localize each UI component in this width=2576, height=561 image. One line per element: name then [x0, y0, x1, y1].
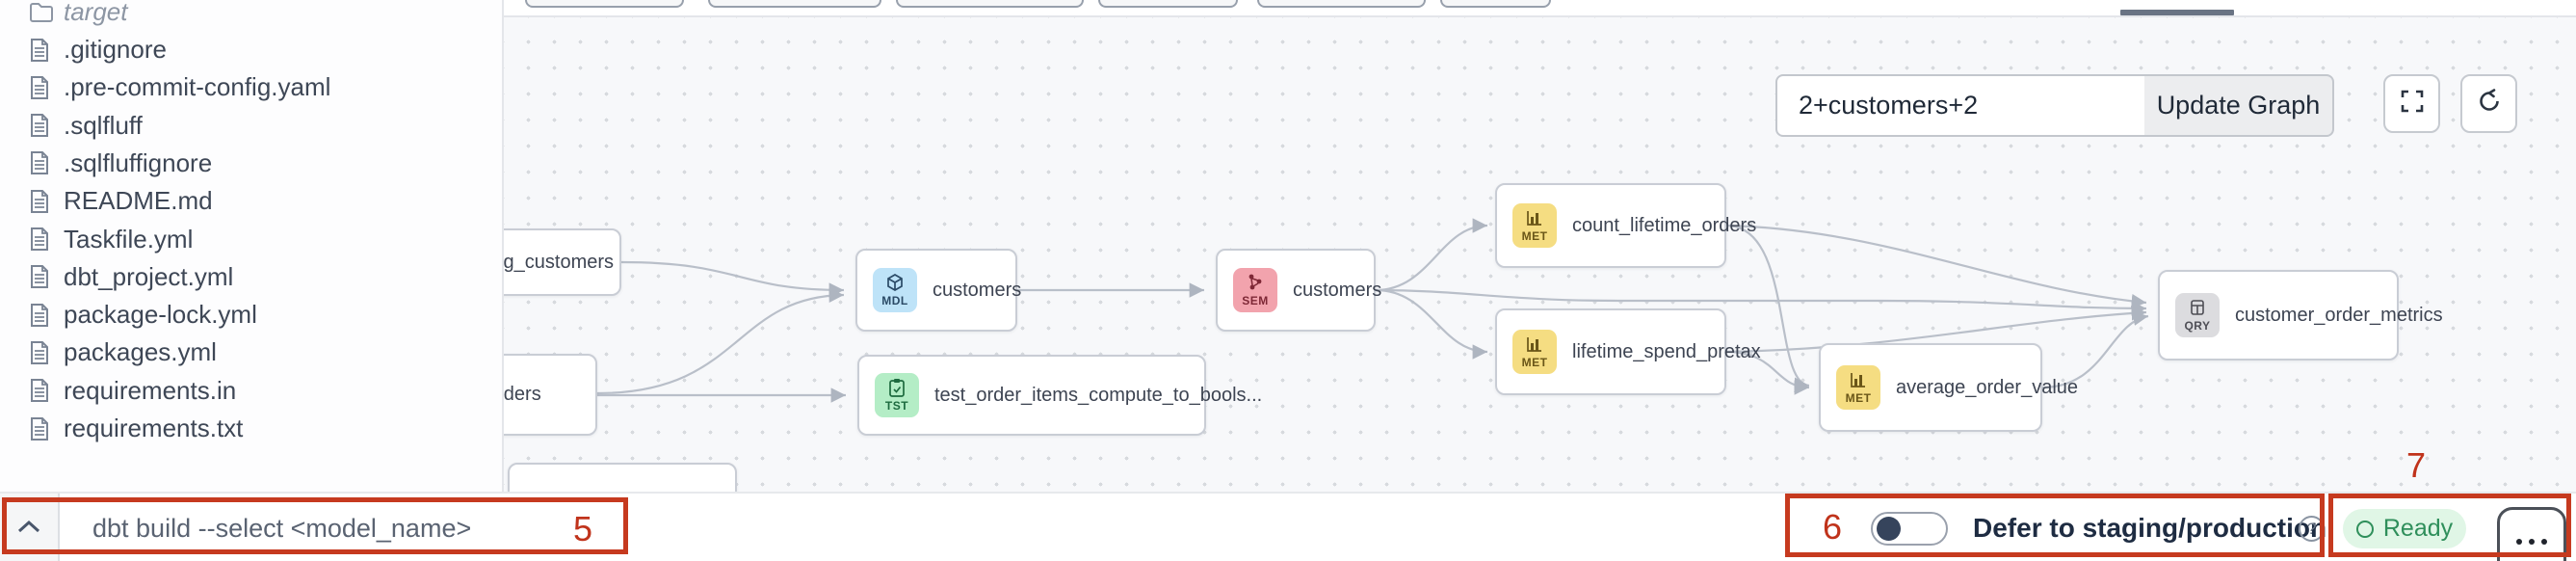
file-name: .sqlfluff [64, 110, 143, 140]
node-average-order-value[interactable]: MET average_order_value [1819, 343, 2078, 432]
bar-chart-icon [1850, 370, 1867, 389]
file-name: .gitignore [64, 35, 167, 64]
command-bottom-bar: dbt build --select <model_name> Defer to… [0, 492, 2576, 561]
file-icon [29, 303, 54, 328]
node-count-lifetime-orders[interactable]: MET count_lifetime_orders [1495, 183, 1756, 268]
defer-toggle[interactable] [1871, 512, 1948, 546]
file-name: dbt_project.yml [64, 261, 234, 291]
node-label: customers [1293, 279, 1382, 301]
node-lifetime-spend-pretax[interactable]: MET lifetime_spend_pretax [1495, 308, 1761, 395]
file-name: Taskfile.yml [64, 224, 194, 254]
sidebar-item-file[interactable]: Taskfile.yml [0, 221, 502, 258]
file-icon [29, 378, 54, 403]
fullscreen-icon [2399, 88, 2426, 120]
node-customers-model[interactable]: MDL customers [855, 249, 1021, 332]
metric-badge: MET [1512, 203, 1557, 248]
file-icon [29, 150, 54, 175]
node-label: customer_order_metrics [2235, 304, 2443, 326]
semantic-graph-icon [1246, 273, 1265, 292]
toolbar-chip[interactable] [708, 0, 881, 8]
query-table-icon [2189, 298, 2206, 317]
command-input[interactable]: dbt build --select <model_name> [92, 513, 472, 543]
sidebar-item-file[interactable]: requirements.txt [0, 410, 502, 447]
query-badge: QRY [2175, 293, 2220, 337]
node-label: lifetime_spend_pretax [1572, 340, 1761, 362]
node-label: count_lifetime_orders [1572, 214, 1757, 236]
refresh-button[interactable] [2460, 74, 2517, 133]
file-icon [29, 227, 54, 252]
file-name: .sqlfluffignore [64, 147, 213, 177]
file-icon [29, 340, 54, 365]
file-icon [29, 75, 54, 100]
metric-badge: MET [1512, 330, 1557, 374]
file-icon [29, 264, 54, 289]
model-badge: MDL [873, 268, 917, 312]
sidebar-item-target-folder[interactable]: target [0, 0, 502, 31]
bar-chart-icon [1526, 208, 1543, 227]
node-label: average_order_value [1896, 376, 2079, 398]
toolbar-chip[interactable] [1440, 0, 1551, 8]
toolbar-chip[interactable] [1098, 0, 1238, 8]
status-circle-icon [2355, 520, 2374, 538]
top-toolbar-strip [504, 0, 2576, 17]
graph-selector-input[interactable]: 2+customers+2 [1775, 74, 2146, 137]
file-explorer-sidebar: target .gitignore .pre-commit-config.yaml… [0, 0, 504, 492]
overflow-menu-button[interactable] [2497, 507, 2566, 561]
status-badge: Ready [2343, 509, 2466, 548]
sidebar-item-file[interactable]: .sqlfluff [0, 107, 502, 145]
node-label: test_order_items_compute_to_bools... [934, 384, 1263, 406]
update-graph-button[interactable]: Update Graph [2144, 74, 2334, 137]
node-label: customers [933, 279, 1022, 301]
clipboard-check-icon [888, 378, 906, 397]
sidebar-item-file[interactable]: .gitignore [0, 31, 502, 68]
toggle-knob [1877, 517, 1901, 541]
node-test-order-items[interactable]: TST test_order_items_compute_to_bools... [857, 355, 1262, 436]
file-icon [29, 113, 54, 138]
file-name: packages.yml [64, 337, 217, 367]
file-icon [29, 189, 54, 214]
toolbar-chip[interactable] [896, 0, 1084, 8]
defer-label: Defer to staging/production [1973, 513, 2327, 543]
toolbar-chip[interactable] [525, 0, 684, 8]
status-text: Ready [2382, 515, 2454, 542]
bar-chart-icon [1526, 334, 1543, 354]
refresh-icon [2475, 87, 2504, 120]
sidebar-item-file[interactable]: package-lock.yml [0, 296, 502, 334]
chevron-up-icon [16, 519, 41, 539]
node-customer-order-metrics[interactable]: QRY customer_order_metrics [2158, 270, 2443, 361]
file-name: requirements.txt [64, 414, 244, 442]
file-icon [29, 416, 54, 441]
semantic-badge: SEM [1233, 268, 1277, 312]
file-name: requirements.in [64, 375, 237, 405]
collapse-panel-button[interactable] [0, 494, 60, 561]
help-icon[interactable]: ? [2299, 516, 2325, 542]
sidebar-item-file[interactable]: dbt_project.yml [0, 258, 502, 296]
cube-icon [885, 273, 905, 292]
sidebar-item-file[interactable]: README.md [0, 182, 502, 220]
sidebar-item-file[interactable]: .pre-commit-config.yaml [0, 68, 502, 106]
fullscreen-button[interactable] [2383, 74, 2440, 133]
metric-badge: MET [1836, 365, 1880, 410]
test-badge: TST [875, 373, 919, 417]
file-icon [29, 38, 54, 63]
ellipsis-icon [2516, 539, 2522, 545]
toolbar-chip[interactable] [1257, 0, 1426, 8]
node-customers-semantic[interactable]: SEM customers [1216, 249, 1381, 332]
sidebar-item-file[interactable]: .sqlfluffignore [0, 145, 502, 182]
sidebar-item-file[interactable]: requirements.in [0, 372, 502, 410]
node-label: stg_customers [488, 251, 615, 273]
file-name: README.md [64, 186, 213, 216]
sidebar-item-file[interactable]: packages.yml [0, 334, 502, 371]
file-name: .pre-commit-config.yaml [64, 72, 331, 102]
active-tab-underline [2120, 10, 2234, 15]
file-name: package-lock.yml [64, 300, 257, 330]
folder-icon [29, 2, 54, 23]
